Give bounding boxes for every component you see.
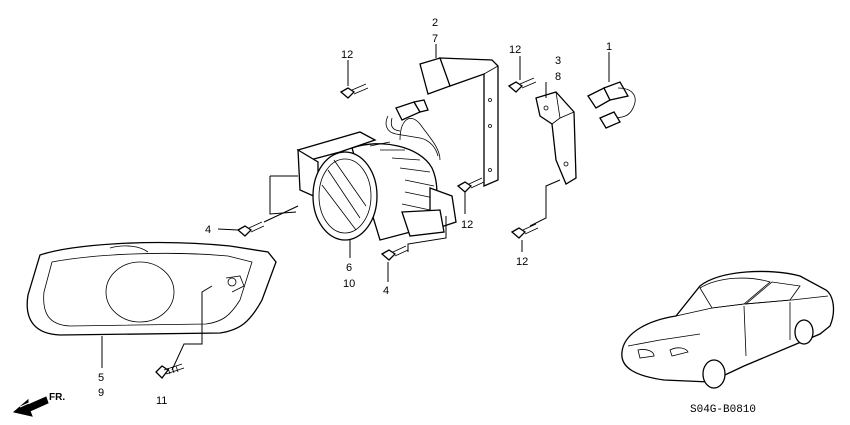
callout-10: 10 — [343, 278, 355, 290]
front-direction-arrow: FR. — [12, 392, 65, 417]
screw-11 — [155, 285, 213, 379]
fog-lamp-unit — [296, 118, 457, 241]
callout-2: 2 — [432, 17, 438, 29]
callout-12-bottom: 12 — [516, 256, 528, 268]
diagram-code: S04G-B0810 — [690, 404, 756, 416]
mounting-bracket-right — [535, 82, 577, 185]
callout-3: 3 — [555, 55, 561, 67]
lamp-connector — [385, 99, 439, 157]
fr-label: FR. — [49, 392, 65, 403]
callout-4-left: 4 — [205, 224, 211, 236]
bolt-4-right — [380, 245, 409, 282]
bolt-12-middle — [456, 177, 485, 214]
callout-7: 7 — [432, 33, 438, 45]
bolt-12-top-left — [339, 60, 369, 99]
fog-light-bezel — [26, 241, 277, 336]
callout-9: 9 — [98, 387, 104, 399]
callout-12-top-right: 12 — [509, 44, 521, 56]
callout-12-middle: 12 — [461, 219, 473, 231]
callout-12-top-left: 12 — [341, 49, 353, 61]
lamp-bracket-outline-right — [407, 216, 447, 252]
bolt-12-top-right — [507, 56, 537, 93]
mounting-bracket-left — [419, 57, 499, 187]
callout-8: 8 — [555, 71, 561, 83]
bolt-12-bottom — [510, 179, 561, 252]
callout-4-right: 4 — [383, 285, 389, 297]
callout-6: 6 — [346, 262, 352, 274]
car-silhouette — [621, 270, 835, 389]
callout-11: 11 — [156, 395, 167, 407]
bulb-socket — [587, 52, 636, 129]
callout-1: 1 — [606, 41, 612, 53]
callout-5: 5 — [98, 372, 104, 384]
lamp-bracket-outline — [269, 175, 298, 215]
bolt-4-left — [217, 205, 299, 237]
